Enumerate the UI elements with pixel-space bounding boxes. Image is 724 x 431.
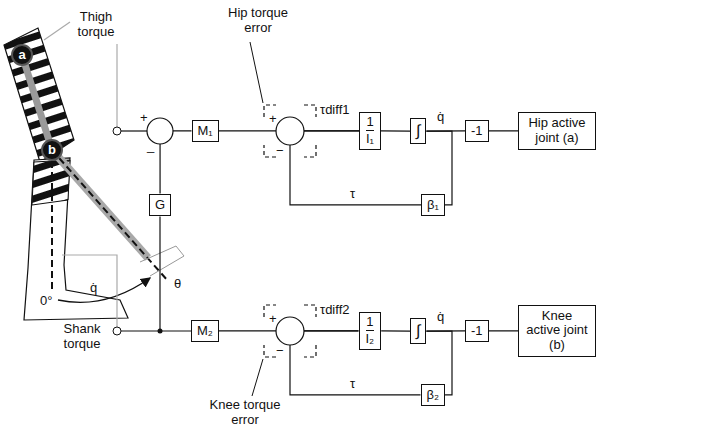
node-text: 1 xyxy=(366,115,373,130)
node-text: 1 xyxy=(366,315,373,330)
node-text: I₁ xyxy=(366,130,374,147)
signal-connector xyxy=(489,130,518,131)
inertia-box: 1I₂ xyxy=(359,312,382,351)
gain-box: -1 xyxy=(465,320,489,343)
signal-connector xyxy=(290,131,421,205)
signal-label: q̇ xyxy=(437,310,444,325)
node-text: M₁ xyxy=(198,124,213,139)
torque-label: Thigh torque xyxy=(70,10,122,40)
thigh-leader xyxy=(44,22,70,40)
damping-box: β₁ xyxy=(421,194,445,217)
node-text: β₂ xyxy=(427,388,440,403)
joint-box: Knee active joint (b) xyxy=(518,305,596,358)
signal-wire xyxy=(121,330,191,331)
joint-marker: a xyxy=(11,44,33,66)
leader-line xyxy=(252,359,263,396)
signal-wire xyxy=(159,216,160,331)
input-terminal xyxy=(113,127,121,135)
summing-junction xyxy=(276,117,304,145)
thigh-bar xyxy=(22,55,52,150)
error-label: Knee torque error xyxy=(200,398,290,428)
signal-connector xyxy=(489,330,518,331)
node-text: I₂ xyxy=(366,330,375,347)
leader-line xyxy=(250,42,263,103)
velocity-label: q̇ xyxy=(90,281,97,296)
signal-label: τdiff2 xyxy=(320,303,349,318)
inertia-box: 1I₁ xyxy=(359,112,381,151)
integrator-box: ∫ xyxy=(410,318,426,344)
gain-box: M₁ xyxy=(192,120,219,143)
junction-dot xyxy=(158,329,163,334)
rotated-foot xyxy=(140,246,184,276)
sign-label: + xyxy=(269,312,277,327)
thigh xyxy=(4,28,74,162)
error-label: Hip torque error xyxy=(216,6,300,36)
joint-marker: b xyxy=(41,139,63,161)
gain-box: M₂ xyxy=(191,320,219,343)
torque-label: Shank torque xyxy=(54,322,110,352)
node-text: Hip active joint (a) xyxy=(524,116,590,146)
signal-label: q̇ xyxy=(437,110,444,125)
shank-axis xyxy=(51,150,53,290)
gain-box: G xyxy=(149,194,171,217)
node-text: M₂ xyxy=(197,324,213,339)
gain-box: -1 xyxy=(465,120,489,143)
shank-leader xyxy=(62,255,117,327)
sign-label: _ xyxy=(147,139,154,154)
thigh-leader xyxy=(116,44,117,127)
sign-label: − xyxy=(276,344,284,359)
node-text: -1 xyxy=(471,124,483,139)
rotation-arrow xyxy=(58,278,150,302)
node-text: -1 xyxy=(471,324,483,339)
joint-box: Hip active joint (a) xyxy=(518,112,596,150)
signal-label: τ xyxy=(350,377,355,392)
signal-connector xyxy=(381,330,410,331)
node-text: ∫ xyxy=(416,322,420,340)
node-text: ∫ xyxy=(416,122,420,140)
angle-label: θ xyxy=(174,277,181,292)
node-text: G xyxy=(155,198,165,213)
integrator-box: ∫ xyxy=(410,118,426,144)
signal-label: τ xyxy=(350,187,355,202)
signal-connector xyxy=(290,331,421,395)
damping-box: β₂ xyxy=(421,384,446,407)
sign-label: + xyxy=(140,111,148,126)
node-text: b xyxy=(48,143,56,158)
signal-connector xyxy=(160,131,191,194)
error-bracket xyxy=(264,105,316,357)
node-text: a xyxy=(18,48,25,63)
summing-junction xyxy=(276,317,304,345)
signal-connector xyxy=(381,130,410,131)
input-terminal xyxy=(113,327,121,335)
node-text: β₁ xyxy=(427,198,439,213)
sign-label: − xyxy=(276,144,284,159)
signal-label: τdiff1 xyxy=(320,103,349,118)
node-text: Knee active joint (b) xyxy=(524,309,590,354)
angle-label: 0° xyxy=(40,294,52,309)
signal-wire xyxy=(121,130,147,131)
sign-label: + xyxy=(269,112,277,127)
